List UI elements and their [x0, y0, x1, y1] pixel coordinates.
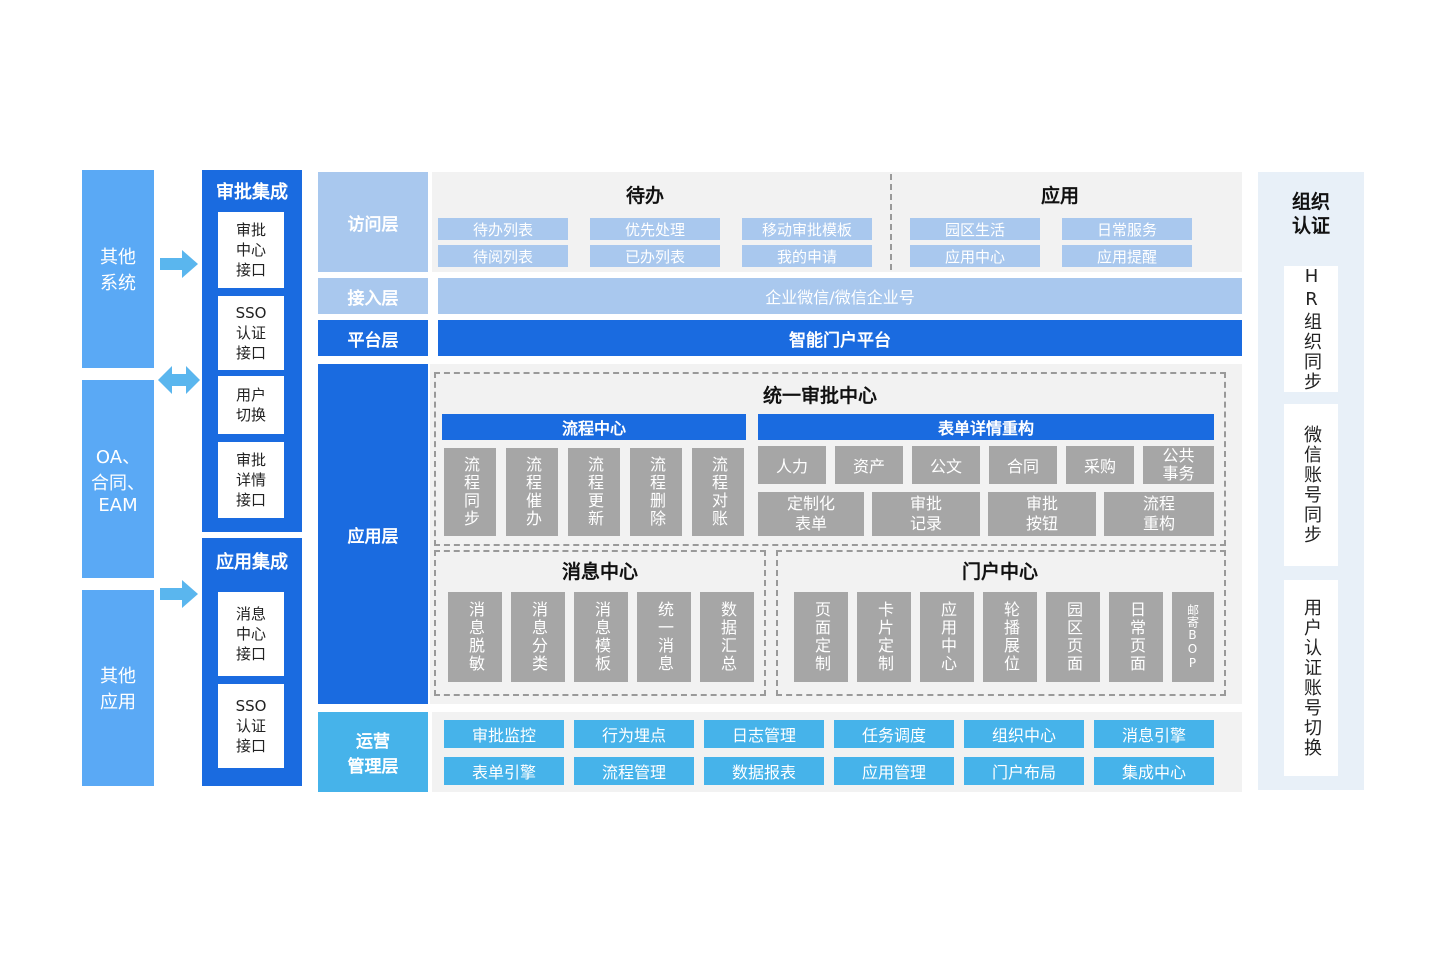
chip-todo-list: 待办列表: [438, 218, 568, 240]
portal-center-box: [776, 550, 1226, 696]
chip-toread-list: 待阅列表: [438, 245, 568, 267]
ops-integration-center: 集成中心: [1094, 757, 1214, 785]
wechat-account-sync: 微信账号同步: [1284, 404, 1338, 566]
message-center-api: 消息 中心 接口: [218, 592, 284, 676]
flow-reconcile: 流程对账: [692, 448, 744, 536]
form-contract: 合同: [989, 446, 1057, 484]
ops-layer-label: 运营 管理层: [318, 712, 428, 792]
form-approval-record: 审批 记录: [872, 492, 980, 536]
form-flow-rebuild: 流程 重构: [1104, 492, 1214, 536]
app-integration-title: 应用集成: [216, 552, 288, 573]
chip-campus-life: 园区生活: [910, 218, 1040, 240]
ops-log-management: 日志管理: [704, 720, 824, 748]
ops-behavior-tracking: 行为埋点: [574, 720, 694, 748]
flow-center-header: 流程中心: [442, 414, 746, 440]
form-rebuild-header: 表单详情重构: [758, 414, 1214, 440]
flow-delete: 流程删除: [630, 448, 682, 536]
message-center-box: [434, 550, 766, 696]
sso-auth-api: SSO 认证 接口: [218, 296, 284, 370]
platform-layer-label: 平台层: [318, 320, 428, 356]
form-document: 公文: [912, 446, 980, 484]
ops-flow-management: 流程管理: [574, 757, 694, 785]
access-divider: [890, 174, 892, 270]
ops-message-engine: 消息引擎: [1094, 720, 1214, 748]
portal-campus-page: 园区页面: [1046, 592, 1100, 682]
msg-desensitize: 消息脱敏: [448, 592, 502, 682]
right-arrow-icon: [158, 578, 200, 610]
portal-app-center: 应用中心: [920, 592, 974, 682]
msg-template: 消息模板: [574, 592, 628, 682]
portal-mail-bop: 邮寄BOP: [1172, 592, 1214, 682]
oa-systems-block: OA、 合同、 EAM: [82, 380, 154, 578]
ingress-layer-label: 接入层: [318, 278, 428, 314]
approval-detail-api: 审批 详情 接口: [218, 442, 284, 518]
flow-sync: 流程同步: [444, 448, 496, 536]
chip-priority: 优先处理: [590, 218, 720, 240]
right-arrow-icon: [158, 248, 200, 280]
msg-data-summary: 数据汇总: [700, 592, 754, 682]
ingress-bar: 企业微信/微信企业号: [438, 278, 1242, 314]
form-hr: 人力: [758, 446, 826, 484]
approval-center-title: 统一审批中心: [762, 384, 877, 407]
ops-form-engine: 表单引擎: [444, 757, 564, 785]
portal-center-title: 门户中心: [961, 560, 1038, 583]
chip-mobile-template: 移动审批模板: [742, 218, 872, 240]
apps-title: 应用: [1040, 184, 1079, 207]
user-auth-account-switch: 用户认证账号切换: [1284, 580, 1338, 776]
portal-page-custom: 页面定制: [794, 592, 848, 682]
ops-portal-layout: 门户布局: [964, 757, 1084, 785]
sso-auth-api-2: SSO 认证 接口: [218, 684, 284, 768]
form-purchase: 采购: [1066, 446, 1134, 484]
form-custom: 定制化 表单: [758, 492, 864, 536]
chip-my-requests: 我的申请: [742, 245, 872, 267]
access-layer-label: 访问层: [318, 172, 428, 272]
hr-org-sync: HR组织同步: [1284, 266, 1338, 392]
form-approval-button: 审批 按钮: [988, 492, 1096, 536]
application-layer-label: 应用层: [318, 364, 428, 704]
flow-update: 流程更新: [568, 448, 620, 536]
ops-task-scheduling: 任务调度: [834, 720, 954, 748]
chip-app-center: 应用中心: [910, 245, 1040, 267]
ops-app-management: 应用管理: [834, 757, 954, 785]
approval-center-box: [434, 372, 1226, 546]
chip-daily-service: 日常服务: [1062, 218, 1192, 240]
form-public-affairs: 公共 事务: [1143, 446, 1214, 484]
portal-carousel: 轮播展位: [983, 592, 1037, 682]
msg-classify: 消息分类: [511, 592, 565, 682]
chip-done-list: 已办列表: [590, 245, 720, 267]
form-assets: 资产: [835, 446, 903, 484]
message-center-title: 消息中心: [561, 560, 638, 583]
todo-title: 待办: [625, 184, 664, 207]
ops-org-center: 组织中心: [964, 720, 1084, 748]
approval-center-api: 审批 中心 接口: [218, 212, 284, 288]
portal-daily-page: 日常页面: [1109, 592, 1163, 682]
portal-card-custom: 卡片定制: [857, 592, 911, 682]
other-apps-block: 其他 应用: [82, 590, 154, 786]
ops-approval-monitor: 审批监控: [444, 720, 564, 748]
org-auth-title: 组织 认证: [1291, 191, 1330, 237]
chip-app-reminder: 应用提醒: [1062, 245, 1192, 267]
flow-urge: 流程催办: [506, 448, 558, 536]
other-systems-block: 其他 系统: [82, 170, 154, 368]
double-arrow-icon: [156, 364, 202, 396]
msg-unified: 统一消息: [637, 592, 691, 682]
ops-data-report: 数据报表: [704, 757, 824, 785]
user-switch: 用户 切换: [218, 376, 284, 434]
approval-integration-title: 审批集成: [216, 182, 288, 203]
platform-bar: 智能门户平台: [438, 320, 1242, 356]
